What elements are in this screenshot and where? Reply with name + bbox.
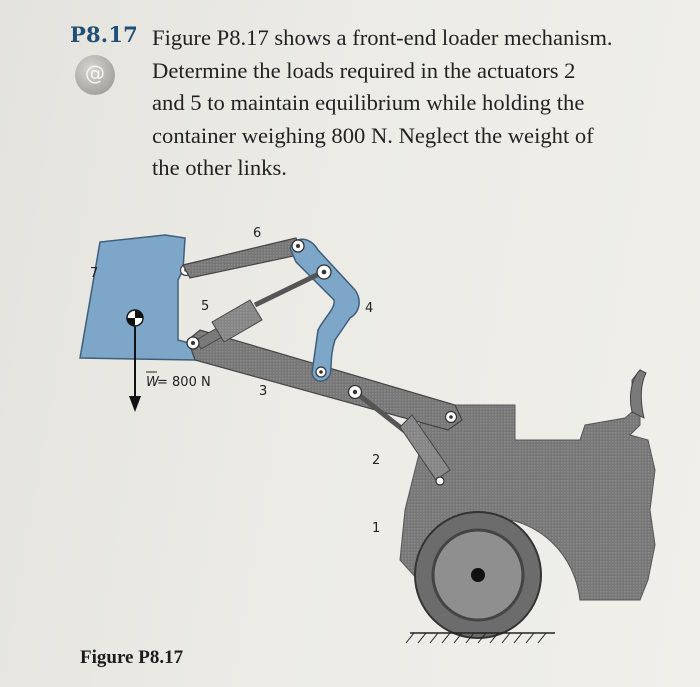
top-link-6 bbox=[182, 237, 304, 279]
statement-line: Determine the loads required in the actu… bbox=[152, 57, 576, 83]
label-link-6: 6 bbox=[253, 226, 261, 241]
problem-statement: Figure P8.17 shows a front-end loader me… bbox=[152, 22, 682, 185]
tractor-seat bbox=[629, 369, 647, 419]
pin-joints bbox=[186, 239, 458, 486]
actuator-5 bbox=[195, 269, 325, 350]
figure-caption: Figure P8.17 bbox=[80, 647, 184, 668]
label-link-3: 3 bbox=[259, 384, 267, 399]
label-link-4: 4 bbox=[365, 301, 373, 316]
statement-line: and 5 to maintain equilibrium while hold… bbox=[152, 90, 585, 115]
label-link-7: 7 bbox=[90, 266, 98, 281]
weight-value: = 800 N bbox=[157, 375, 211, 390]
statement-line: the other links. bbox=[152, 155, 287, 180]
label-link-5: 5 bbox=[201, 299, 209, 314]
statement-line: container weighing 800 N. Neglect the we… bbox=[152, 122, 594, 148]
web-link-icon: @ bbox=[75, 55, 115, 95]
problem-number: P8.17 bbox=[70, 22, 138, 47]
weight-symbol: W bbox=[146, 375, 160, 390]
bucket-container bbox=[79, 234, 197, 361]
ground-hatch bbox=[405, 632, 555, 644]
wheel-hub bbox=[471, 568, 485, 582]
label-link-1: 1 bbox=[372, 521, 380, 536]
weight-arrow-icon bbox=[129, 326, 141, 412]
weight-label: W = 800 N bbox=[146, 371, 211, 390]
web-badge-glyph: @ bbox=[85, 61, 105, 85]
statement-line: Figure P8.17 shows a front-end loader me… bbox=[152, 25, 613, 50]
label-link-2: 2 bbox=[372, 453, 380, 468]
center-of-gravity-icon bbox=[126, 309, 144, 327]
actuator-2 bbox=[353, 390, 451, 481]
